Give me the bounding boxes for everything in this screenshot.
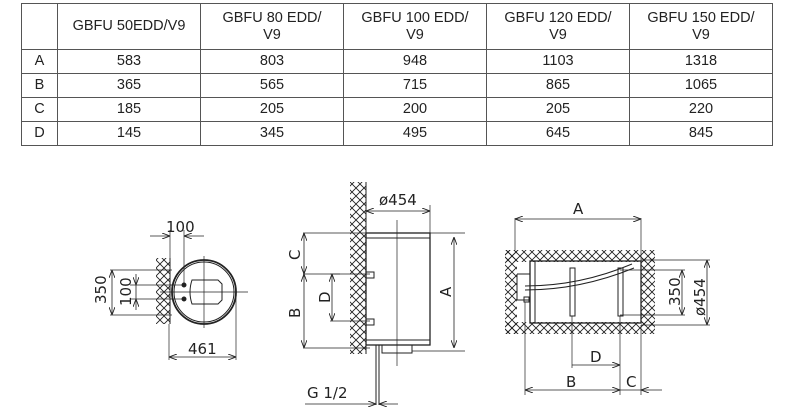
header-model: GBFU 150 EDD/V9 xyxy=(629,3,773,50)
dim-label-b: B xyxy=(286,308,304,318)
row-label: C xyxy=(21,97,58,122)
dim-label-d: D xyxy=(590,348,602,366)
row-label: D xyxy=(21,121,58,146)
header-model: GBFU 120 EDD/V9 xyxy=(486,3,630,50)
dim-label-c: C xyxy=(626,373,636,391)
table-cell: 1318 xyxy=(629,49,773,74)
dim-label-height-inner: 100 xyxy=(117,277,135,306)
header-corner xyxy=(21,3,58,50)
table-cell: 715 xyxy=(343,73,487,98)
table-cell: 1065 xyxy=(629,73,773,98)
bracket xyxy=(365,318,375,326)
wall-hatch-right xyxy=(641,258,655,326)
table-cell: 803 xyxy=(200,49,344,74)
row-label: A xyxy=(21,49,58,74)
bracket-bar xyxy=(617,267,624,317)
dim-label-height-outer: 350 xyxy=(92,275,110,304)
side-view-drawing xyxy=(303,182,465,405)
top-view-drawing xyxy=(110,230,248,360)
table-row: C 185 205 200 205 220 xyxy=(21,97,773,122)
dim-label-diameter: ø454 xyxy=(691,278,709,316)
dim-label-a: A xyxy=(437,286,455,297)
tank-body xyxy=(365,232,431,346)
dim-label-width-top: 100 xyxy=(166,218,195,236)
table-cell: 200 xyxy=(343,97,487,122)
dim-label-c: C xyxy=(286,250,304,260)
dimensions-table: GBFU 50EDD/V9 GBFU 80 EDD/V9 GBFU 100 ED… xyxy=(21,3,773,146)
table-cell: 205 xyxy=(200,97,344,122)
horizontal-view-drawing xyxy=(505,218,710,395)
table-cell: 145 xyxy=(57,121,201,146)
table-row: A 583 803 948 1103 1318 xyxy=(21,49,773,74)
table-cell: 495 xyxy=(343,121,487,146)
dim-label-thread: G 1/2 xyxy=(307,384,348,402)
table-cell: 345 xyxy=(200,121,344,146)
table-cell: 220 xyxy=(629,97,773,122)
table-cell: 645 xyxy=(486,121,630,146)
dim-label-diameter: ø454 xyxy=(379,191,417,209)
table-cell: 565 xyxy=(200,73,344,98)
wall-hatch-bottom xyxy=(505,322,655,334)
dim-label-b: B xyxy=(566,373,576,391)
dim-label-height-inner: 350 xyxy=(666,277,684,306)
table-row: B 365 565 715 865 1065 xyxy=(21,73,773,98)
dim-label-d: D xyxy=(316,291,334,303)
table-cell: 948 xyxy=(343,49,487,74)
wall-hatch-top xyxy=(505,250,655,262)
wall-hatch xyxy=(350,182,366,354)
header-model: GBFU 100 EDD/V9 xyxy=(343,3,487,50)
tank-body xyxy=(529,260,642,324)
table-cell: 583 xyxy=(57,49,201,74)
wall-hatch-left xyxy=(505,250,517,334)
dim-label-depth: 461 xyxy=(188,340,217,358)
table-cell: 1103 xyxy=(486,49,630,74)
table-row: D 145 345 495 645 845 xyxy=(21,121,773,146)
row-label: B xyxy=(21,73,58,98)
dim-label-a: A xyxy=(573,200,584,218)
wall-hatch xyxy=(156,258,170,324)
bracket-bar xyxy=(569,267,576,317)
table-cell: 845 xyxy=(629,121,773,146)
bracket xyxy=(365,271,375,279)
table-cell: 365 xyxy=(57,73,201,98)
